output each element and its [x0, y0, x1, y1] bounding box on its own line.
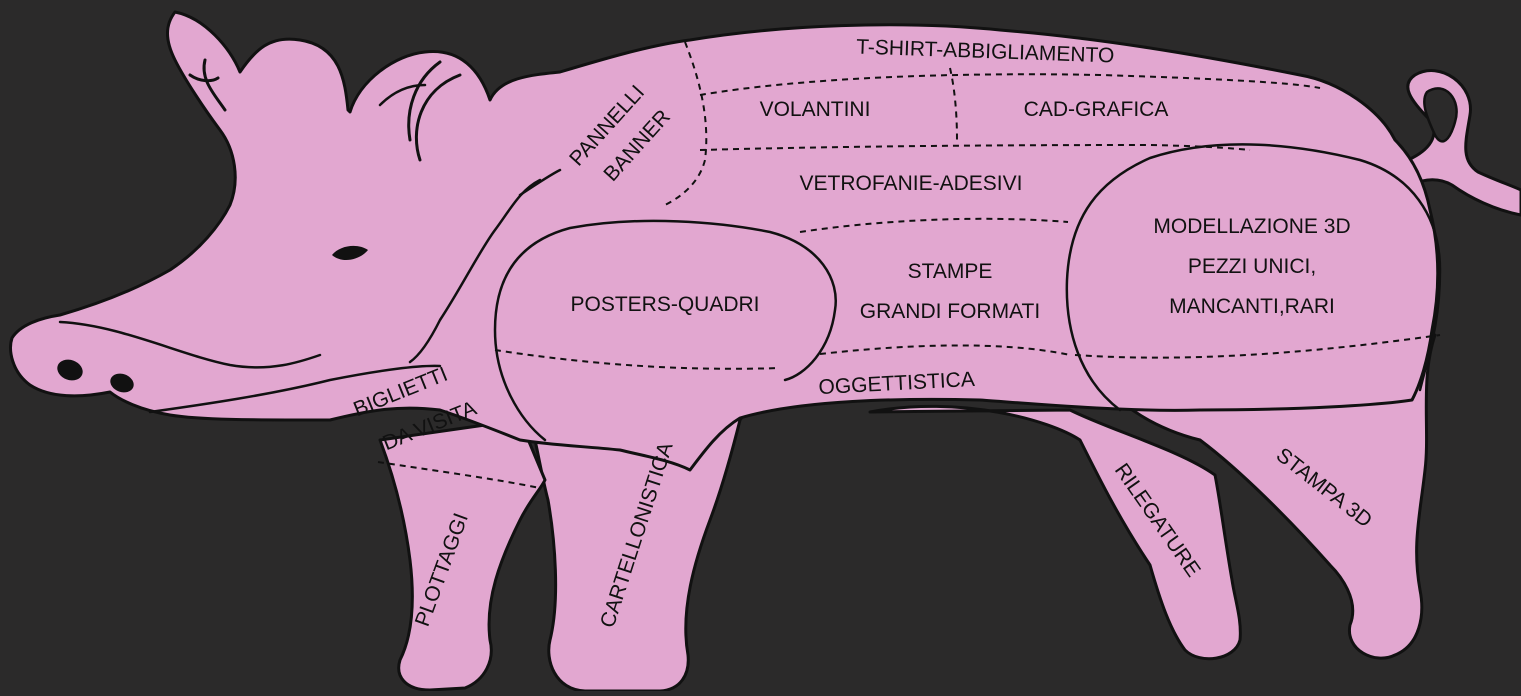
label-modellazione-3: MANCANTI,RARI — [1169, 295, 1335, 318]
label-stampe-2: GRANDI FORMATI — [860, 300, 1040, 323]
label-stampe-1: STAMPE — [908, 260, 993, 283]
label-modellazione-1: MODELLAZIONE 3D — [1153, 215, 1350, 238]
pig-inner-hind-leg — [870, 406, 1240, 658]
label-modellazione-2: PEZZI UNICI, — [1188, 255, 1316, 278]
label-cad: CAD-GRAFICA — [1024, 98, 1169, 121]
label-vetrofanie: VETROFANIE-ADESIVI — [800, 172, 1023, 195]
pig-tail-hole — [1424, 88, 1456, 141]
label-posters: POSTERS-QUADRI — [570, 293, 759, 316]
label-volantini: VOLANTINI — [760, 98, 871, 121]
pig-inner-front-leg — [380, 420, 545, 690]
